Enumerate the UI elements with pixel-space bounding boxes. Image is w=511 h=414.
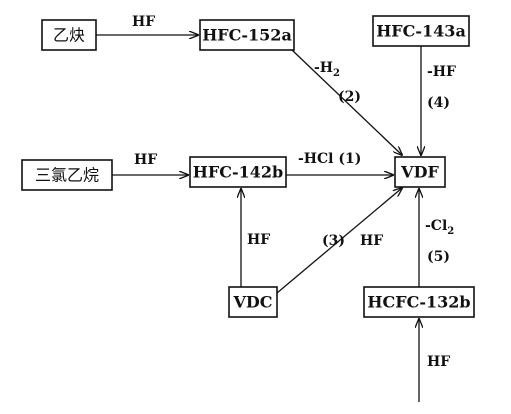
node-hfc142b-label: HFC-142b [193,163,283,182]
node-hcfc132b-label: HCFC-132b [367,293,470,312]
arrow-vdc-to-vdf [276,188,402,294]
node-hcfc132b: HCFC-132b [363,286,475,318]
node-acetylene-label: 乙炔 [53,26,85,45]
node-hfc142b: HFC-142b [189,156,287,188]
label-hfc152a-to-vdf-step: (2) [338,89,361,105]
label-hfc152a-to-vdf-reagent-text: -H [314,60,333,76]
label-acetylene-to-hfc152a: HF [132,14,155,30]
node-vdc-label: VDC [232,293,272,312]
label-vdc-to-vdf-reagent: HF [360,233,383,249]
label-hfc143a-to-vdf-reagent: -HF [427,64,456,80]
label-hfc142b-to-vdf: -HCl (1) [298,151,361,167]
label-hfc143a-to-vdf-step: (4) [427,95,450,111]
node-trichloroethane-label: 三氯乙烷 [35,166,99,185]
label-trichloroethane-to-hfc142b: HF [134,152,157,168]
label-hfc152a-to-vdf-reagent-sub: 2 [333,68,340,79]
label-hcfc132b-to-vdf-reagent: -Cl2 [425,218,454,237]
node-vdc: VDC [228,286,278,318]
label-hcfc132b-to-vdf-reagent-sub: 2 [447,226,454,237]
label-vdc-to-hfc142b: HF [247,232,270,248]
node-hfc143a: HFC-143a [372,15,470,47]
node-hfc143a-label: HFC-143a [376,22,466,41]
node-vdf-label: VDF [400,163,439,182]
label-hcfc132b-to-vdf-reagent-text: -Cl [425,218,447,234]
label-hfc152a-to-vdf-reagent: -H2 [314,60,340,79]
label-hcfc132b-to-vdf-step: (5) [427,249,450,265]
node-hfc152a-label: HFC-152a [202,26,292,45]
arrow-hfc152a-to-vdf [291,49,402,155]
label-feed-to-hcfc132b: HF [427,354,450,370]
node-acetylene: 乙炔 [41,19,97,51]
label-vdc-to-vdf-step: (3) [322,233,345,249]
node-vdf: VDF [394,156,446,188]
node-trichloroethane: 三氯乙烷 [21,159,113,191]
node-hfc152a: HFC-152a [199,19,295,51]
